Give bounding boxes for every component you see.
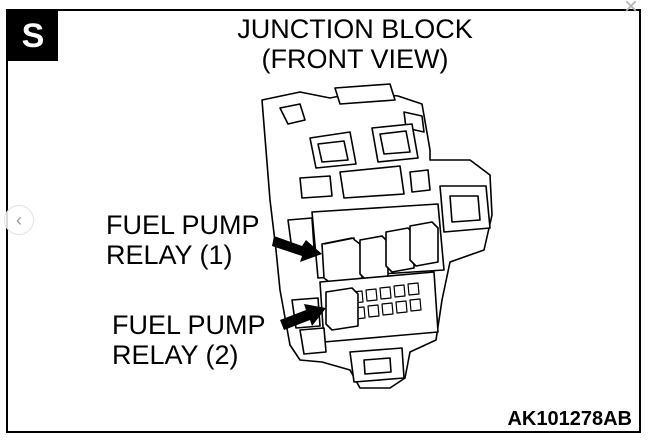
section-badge: S bbox=[8, 11, 58, 61]
arrow-relay-1 bbox=[272, 236, 322, 262]
figure-code: AK101278AB bbox=[507, 408, 632, 430]
relay-d bbox=[409, 221, 439, 267]
title-line-2: (FRONT VIEW) bbox=[261, 44, 449, 74]
callout-relay-2: FUEL PUMP RELAY (2) bbox=[112, 310, 266, 370]
title-line-1: JUNCTION BLOCK bbox=[237, 14, 473, 44]
diagram-title: JUNCTION BLOCK (FRONT VIEW) bbox=[205, 14, 505, 74]
close-icon[interactable]: × bbox=[623, 0, 638, 20]
relay-b bbox=[359, 235, 389, 281]
mid-connector bbox=[339, 165, 405, 199]
arrow-relay-2 bbox=[280, 304, 326, 330]
callout-relay-1-line-1: FUEL PUMP bbox=[106, 210, 260, 240]
previous-image-button[interactable]: ‹ bbox=[4, 205, 34, 235]
top-connector bbox=[334, 83, 396, 105]
callout-relay-2-line-2: RELAY (2) bbox=[112, 340, 239, 370]
callout-relay-1: FUEL PUMP RELAY (1) bbox=[106, 210, 260, 270]
relay-c bbox=[385, 227, 415, 273]
fuel-pump-relay-2 bbox=[325, 287, 359, 331]
fuel-pump-relay-1 bbox=[321, 237, 363, 285]
callout-relay-2-line-1: FUEL PUMP bbox=[112, 310, 266, 340]
callout-relay-1-line-2: RELAY (1) bbox=[106, 240, 233, 270]
